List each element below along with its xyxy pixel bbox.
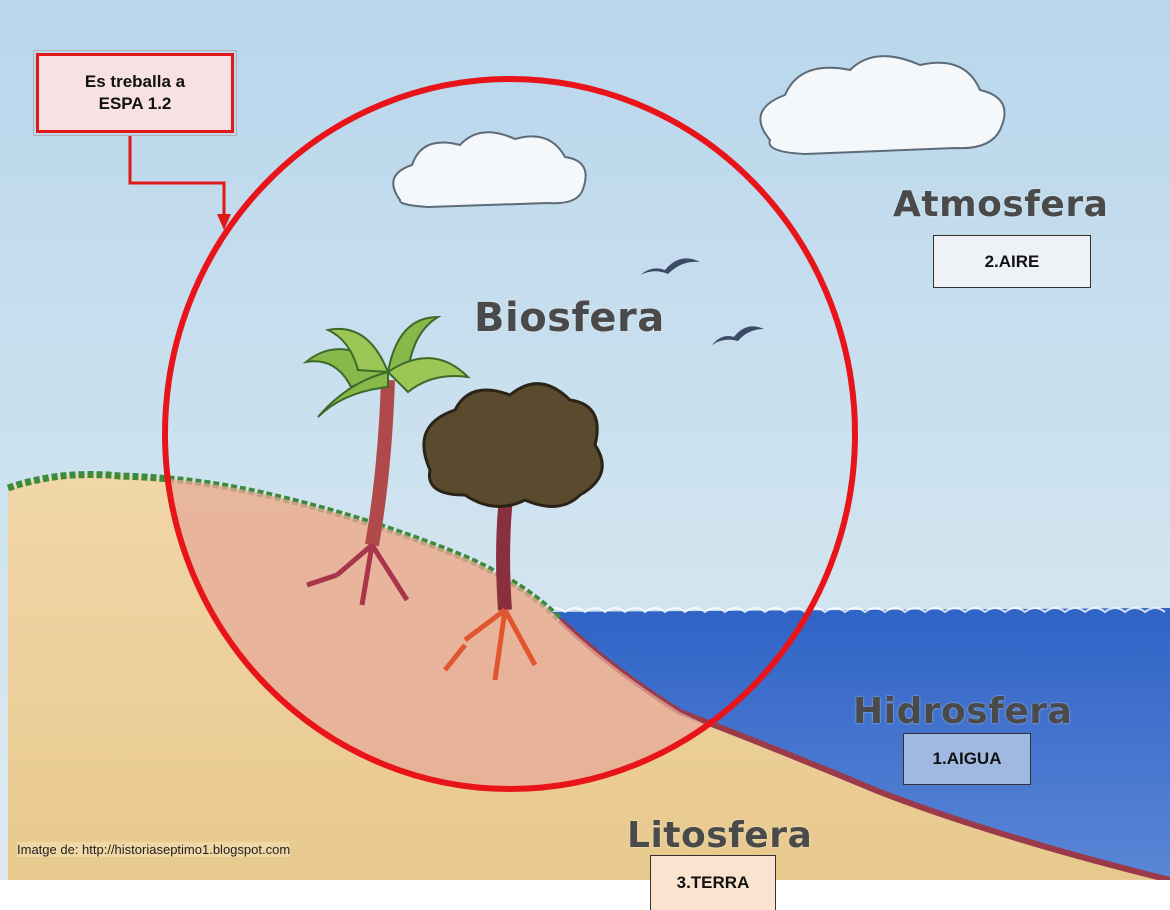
- note-line-2: ESPA 1.2: [99, 93, 172, 115]
- aigua-box: 1.AIGUA: [903, 733, 1031, 785]
- note-line-1: Es treballa a: [85, 71, 185, 93]
- atmosphere-label: Atmosfera: [893, 184, 1108, 225]
- bottom-margin: [0, 880, 1170, 910]
- espa-note-box: Es treballa a ESPA 1.2: [36, 53, 234, 133]
- hydrosphere-label: Hidrosfera: [853, 691, 1072, 732]
- image-credit: Imatge de: http://historiaseptimo1.blogs…: [17, 842, 290, 857]
- aire-box: 2.AIRE: [933, 235, 1091, 288]
- terra-box: 3.TERRA: [650, 855, 776, 910]
- lithosphere-label: Litosfera: [627, 815, 812, 856]
- biosphere-label: Biosfera: [474, 295, 665, 341]
